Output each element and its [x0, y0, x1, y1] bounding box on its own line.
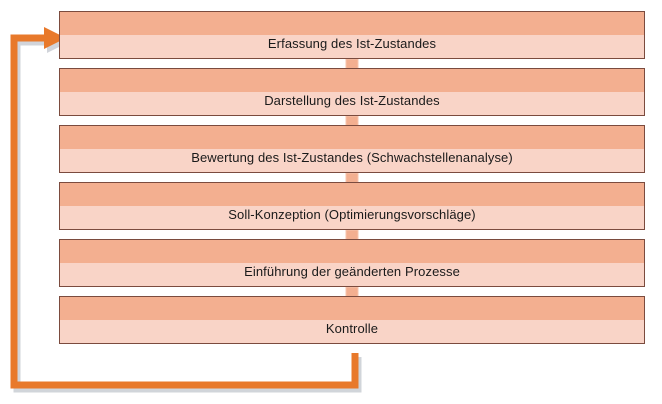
process-step-6-label: Kontrolle	[325, 321, 379, 336]
process-step-3[interactable]: Bewertung des Ist-Zustandes (Schwachstel…	[59, 125, 645, 173]
process-step-1[interactable]: Erfassung des Ist-Zustandes	[59, 11, 645, 59]
process-step-2-label: Darstellung des Ist-Zustandes	[264, 93, 440, 108]
process-step-1-label: Erfassung des Ist-Zustandes	[267, 36, 437, 51]
process-step-5[interactable]: Einführung der geänderten Prozesse	[59, 239, 645, 287]
process-step-2[interactable]: Darstellung des Ist-Zustandes	[59, 68, 645, 116]
process-step-6[interactable]: Kontrolle	[59, 296, 645, 344]
process-step-3-label: Bewertung des Ist-Zustandes (Schwachstel…	[191, 150, 513, 165]
process-step-4[interactable]: Soll-Konzeption (Optimierungsvorschläge)	[59, 182, 645, 230]
process-step-4-label: Soll-Konzeption (Optimierungsvorschläge)	[228, 207, 476, 222]
process-step-5-label: Einführung der geänderten Prozesse	[244, 264, 460, 279]
